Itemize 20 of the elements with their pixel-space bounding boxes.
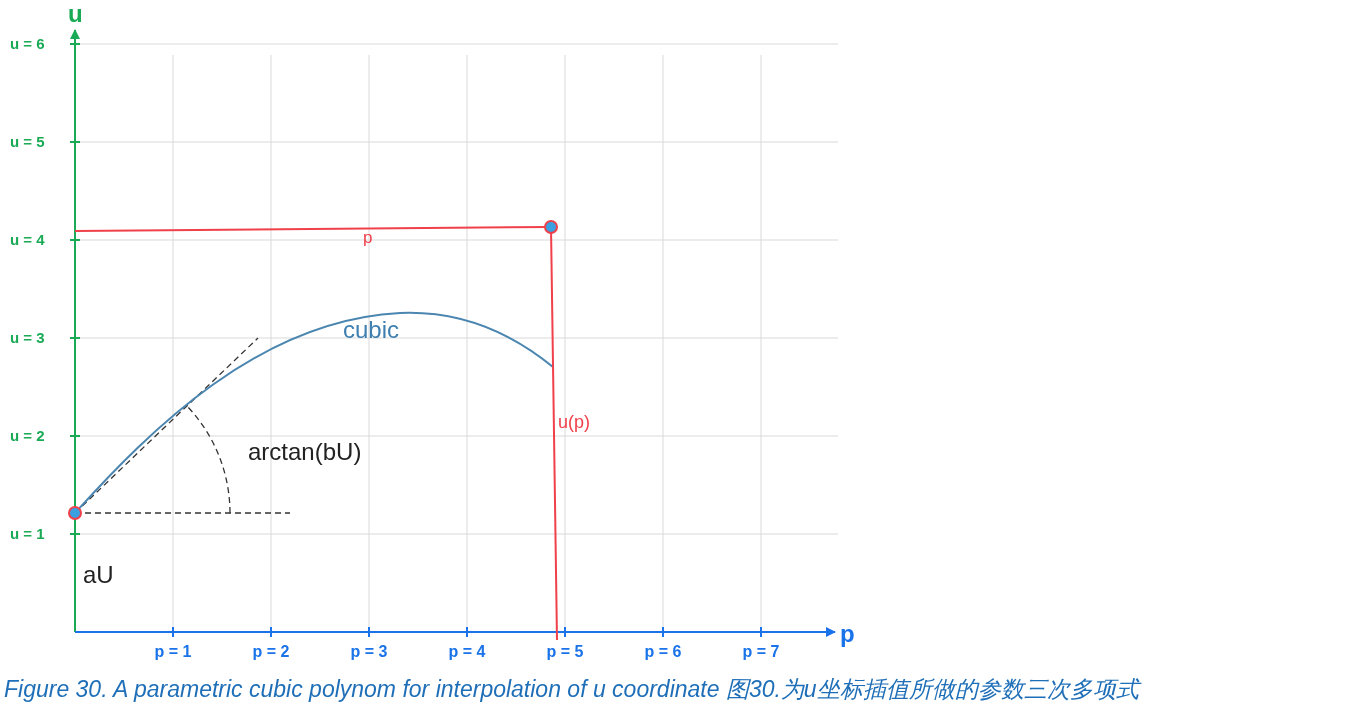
tick-label: u = 1 bbox=[10, 526, 45, 541]
tick-label: p = 6 bbox=[644, 644, 682, 660]
tick-label: u = 4 bbox=[10, 232, 45, 247]
axis-label: u bbox=[68, 2, 83, 26]
point-label: aU bbox=[83, 563, 114, 587]
angle-label: arctan(bU) bbox=[248, 440, 362, 464]
tick-label: p = 5 bbox=[546, 644, 584, 660]
tick-label: u = 3 bbox=[10, 330, 45, 345]
curve-label: cubic bbox=[343, 318, 400, 342]
tick-label: u = 5 bbox=[10, 134, 45, 149]
tick-label: u = 6 bbox=[10, 36, 45, 51]
line-label: p bbox=[363, 229, 373, 246]
tick-label: p = 7 bbox=[742, 644, 780, 660]
tick-label: p = 2 bbox=[252, 644, 290, 660]
line-label: u(p) bbox=[558, 413, 590, 431]
tick-label: p = 3 bbox=[350, 644, 388, 660]
tick-label: u = 2 bbox=[10, 428, 45, 443]
axis-label: p bbox=[840, 622, 855, 646]
tick-label: p = 4 bbox=[448, 644, 486, 660]
tick-label: p = 1 bbox=[154, 644, 192, 660]
